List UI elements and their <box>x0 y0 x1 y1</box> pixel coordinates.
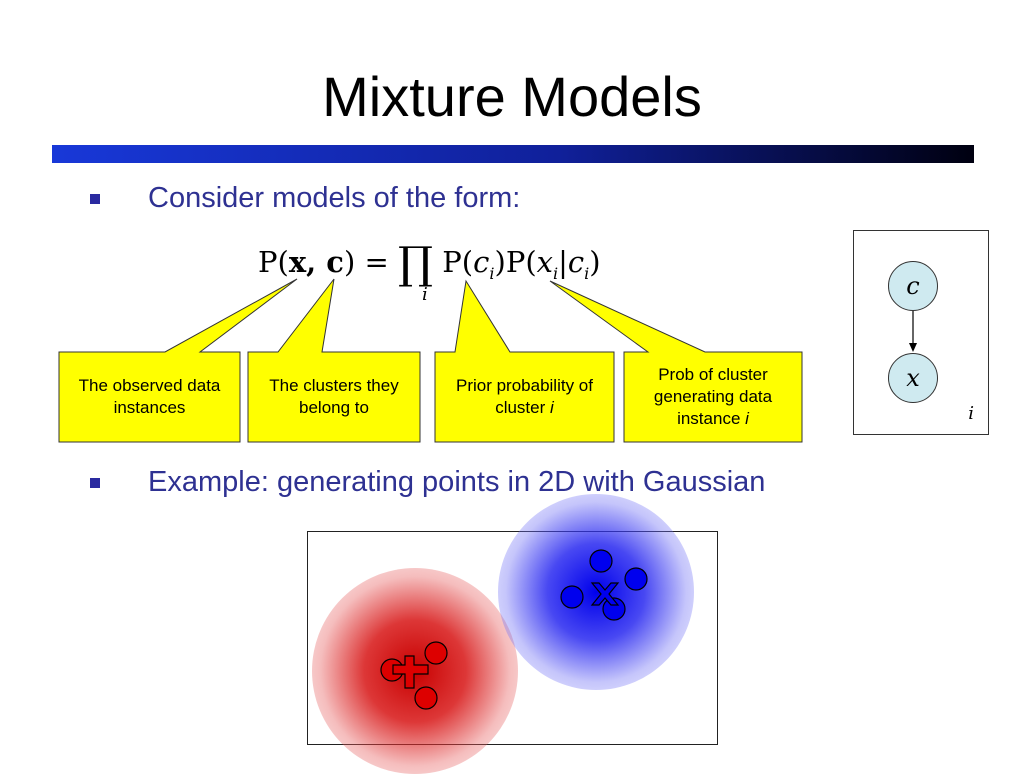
formula-term1-sub: i <box>489 263 495 283</box>
blue-gaussian-cloud <box>498 494 694 690</box>
callout-shape-observed <box>58 278 298 443</box>
bullet-marker <box>90 478 100 488</box>
formula-term1-p: P( <box>442 245 474 279</box>
red-point <box>414 686 438 710</box>
node-c: c <box>888 261 938 311</box>
blue-cluster-points <box>560 549 648 621</box>
bullet-marker <box>90 194 100 204</box>
callout-cluster-likelihood: Prob of cluster generating data instance… <box>624 352 802 442</box>
formula-term2-sub-x: i <box>553 263 559 283</box>
bullet-text-1: Consider models of the form: <box>148 182 521 214</box>
formula-lhs-vars: x, c <box>288 245 344 279</box>
node-x: x <box>888 353 938 403</box>
formula-lhs-p: P( <box>258 245 289 279</box>
formula-term2-x: x <box>536 245 553 279</box>
callout-likelihood-text: Prob of cluster generating data instance <box>653 365 773 428</box>
blue-point <box>589 549 613 573</box>
graphical-model-plate: c x i <box>853 230 989 435</box>
formula-product-symbol: ∏ <box>398 238 434 289</box>
formula-term2-sub-c: i <box>584 263 590 283</box>
callout-shape-clusters <box>247 278 421 443</box>
callout-prior-probability: Prior probability of cluster i <box>435 352 614 442</box>
callout-shape-likelihood <box>549 280 803 443</box>
red-point <box>424 641 448 665</box>
slide-title: Mixture Models <box>322 65 702 128</box>
blue-point <box>560 585 584 609</box>
red-cluster-center-plus <box>392 655 429 689</box>
formula-term2-p: P( <box>505 245 537 279</box>
edge-c-to-x <box>909 311 917 352</box>
blue-cluster-center-x <box>590 582 620 606</box>
bullet-text-2: Example: generating points in 2D with Ga… <box>148 466 766 498</box>
blue-point <box>602 597 626 621</box>
callout-prior-var: i <box>550 398 554 417</box>
mixture-formula: P(x, c) = ∏ P(ci)P(xi|ci) i <box>258 236 658 316</box>
formula-term2-close: ) <box>589 245 601 279</box>
callout-observed-data: The observed data instances <box>78 376 221 417</box>
callout-prior-text: Prior probability of cluster <box>455 376 593 417</box>
formula-equals: ) = <box>343 245 399 279</box>
callout-shape-prior <box>434 279 615 443</box>
formula-term1-var: c <box>473 245 490 279</box>
formula-term1-close: ) <box>494 245 506 279</box>
title-underline-bar <box>52 145 974 163</box>
formula-term2-bar: | <box>558 245 568 279</box>
formula-term2-c: c <box>567 245 585 279</box>
callout-likelihood-var: i <box>745 409 749 428</box>
example-2d-plot <box>307 531 718 745</box>
formula-product-index: i <box>422 284 428 305</box>
callout-clusters: The clusters they belong to <box>269 376 399 417</box>
blue-point <box>624 567 648 591</box>
plate-label: i <box>968 403 974 424</box>
